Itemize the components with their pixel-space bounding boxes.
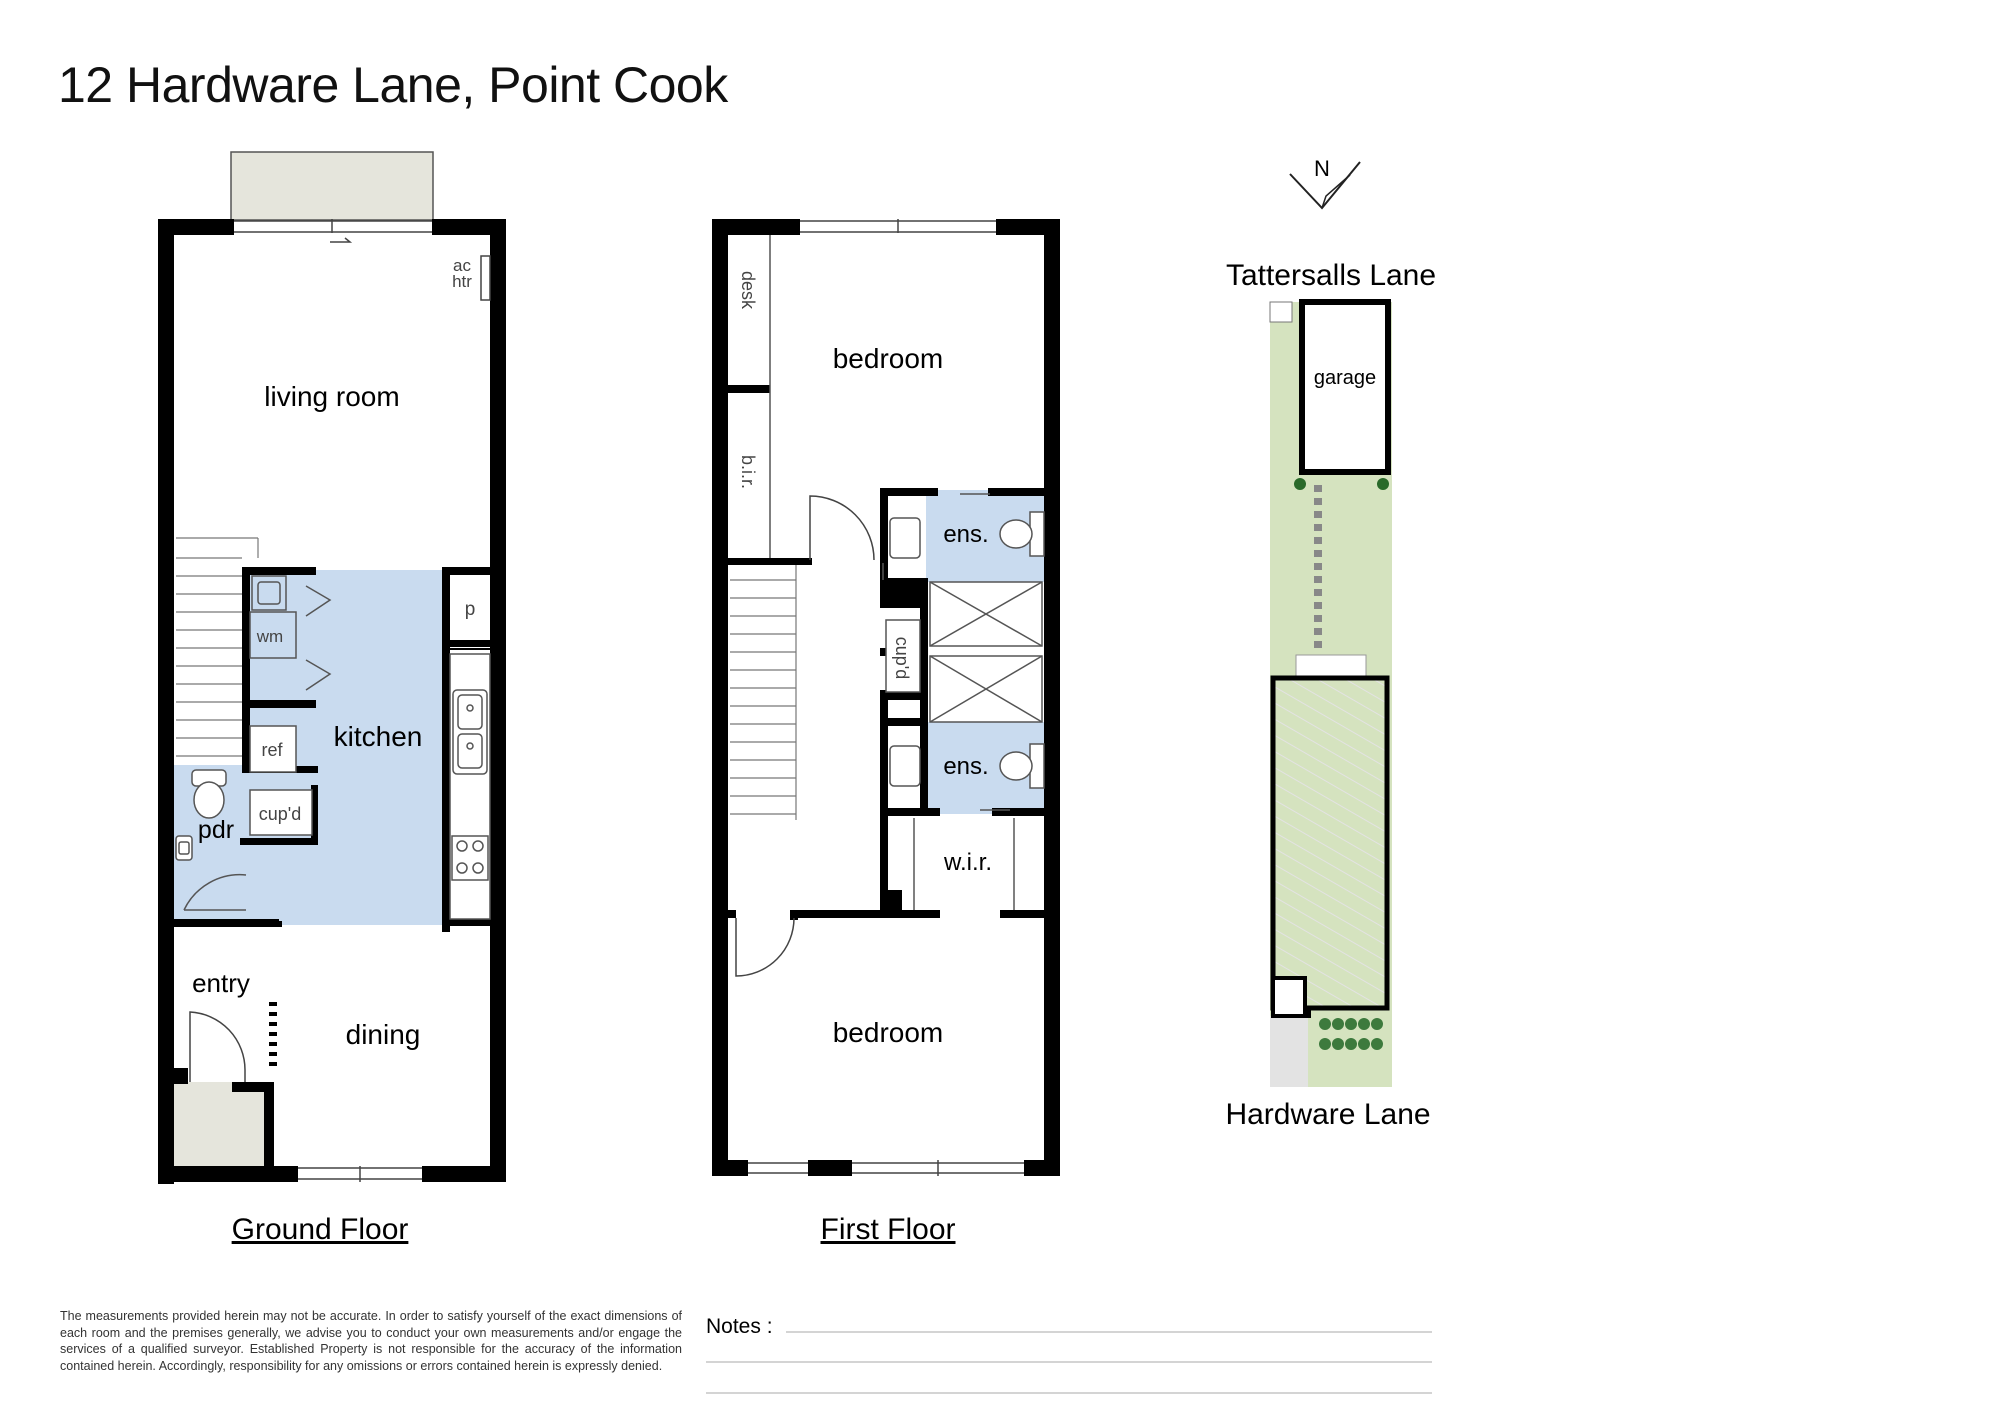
- dining-label: dining: [346, 1019, 421, 1050]
- garage-label: garage: [1314, 367, 1376, 389]
- paved-strip: [1270, 1016, 1308, 1087]
- first-floor-cupboard-label: cup'd: [892, 637, 912, 679]
- wir-label: w.i.r.: [943, 849, 992, 876]
- first-floor-partitions: [769, 235, 1015, 910]
- living-room-label: living room: [264, 381, 399, 412]
- street-bottom-label: Hardware Lane: [1225, 1098, 1430, 1131]
- bedroom-top-door: [809, 495, 875, 561]
- first-floor-caption: First Floor: [821, 1213, 956, 1246]
- ground-floor-walls: [158, 219, 506, 1184]
- pdr-label: pdr: [198, 816, 234, 844]
- first-floor-walls: [712, 219, 1060, 1176]
- first-floor-stairs: [730, 565, 797, 820]
- shrub-icon: [1377, 478, 1389, 490]
- ac-label: ac: [453, 256, 471, 275]
- entry-label: entry: [192, 968, 250, 998]
- north-arrow-icon: N: [1289, 156, 1361, 210]
- entry-door: [189, 1011, 246, 1082]
- north-label: N: [1314, 156, 1330, 181]
- ensuite-bottom-label: ens.: [943, 753, 988, 780]
- house-footprint: [1270, 675, 1390, 1011]
- wm-label: wm: [256, 627, 283, 646]
- ground-floor-plan: living room ac htr wm p kitchen ref cup'…: [158, 151, 506, 1246]
- cupboard-label: cup'd: [259, 804, 301, 824]
- page-title: 12 Hardware Lane, Point Cook: [58, 57, 728, 113]
- heater-unit: [480, 255, 491, 301]
- garage-outline: [1299, 299, 1391, 475]
- desk-label: desk: [738, 271, 758, 310]
- stepping-stones: [1314, 485, 1322, 648]
- notes-area: Notes :: [706, 1315, 1432, 1394]
- disclaimer-text: The measurements provided herein may not…: [60, 1309, 682, 1373]
- laundry-fixtures: [249, 575, 332, 691]
- site-plan: N Tattersalls Lane garage: [1225, 156, 1436, 1131]
- ref-label: ref: [261, 740, 283, 760]
- fridge-space: [249, 725, 297, 773]
- gate: [1269, 301, 1293, 323]
- first-floor-cupboard: [885, 619, 921, 693]
- ground-floor-caption: Ground Floor: [232, 1213, 409, 1246]
- notes-label: Notes :: [706, 1315, 773, 1338]
- porch-footprint: [1271, 976, 1307, 1018]
- htr-label: htr: [452, 272, 472, 291]
- pantry: [450, 575, 490, 640]
- kitchen-label: kitchen: [334, 721, 423, 752]
- kitchen-cupboard: [249, 789, 313, 836]
- bedroom-bottom-door: [735, 917, 795, 977]
- ground-stairs: [176, 537, 259, 757]
- ensuite-top-label: ens.: [943, 521, 988, 548]
- first-floor-windows: [748, 219, 1024, 1176]
- living-window: [234, 219, 432, 243]
- entry-step-markers: [269, 1002, 277, 1066]
- dining-window: [298, 1166, 422, 1182]
- balcony-deck: [230, 151, 434, 221]
- powder-room-fixtures: [175, 769, 247, 911]
- bedroom-top-label: bedroom: [833, 343, 944, 374]
- bir-label: b.i.r.: [738, 455, 758, 489]
- pantry-label: p: [465, 599, 476, 620]
- bedroom-bottom-label: bedroom: [833, 1017, 944, 1048]
- street-top-label: Tattersalls Lane: [1226, 259, 1436, 292]
- shower-recesses: [929, 581, 1043, 723]
- hedge-icon: [1319, 1018, 1383, 1050]
- entry-porch: [174, 1082, 272, 1182]
- shrub-icon: [1294, 478, 1306, 490]
- first-floor-plan: bedroom bedroom desk b.i.r. ens. ens. cu…: [712, 219, 1060, 1246]
- footprint-notch: [1305, 1008, 1311, 1018]
- deck-outline: [1295, 654, 1367, 678]
- ensuite-fixtures: [889, 493, 1045, 811]
- kitchen-bench: [449, 653, 491, 920]
